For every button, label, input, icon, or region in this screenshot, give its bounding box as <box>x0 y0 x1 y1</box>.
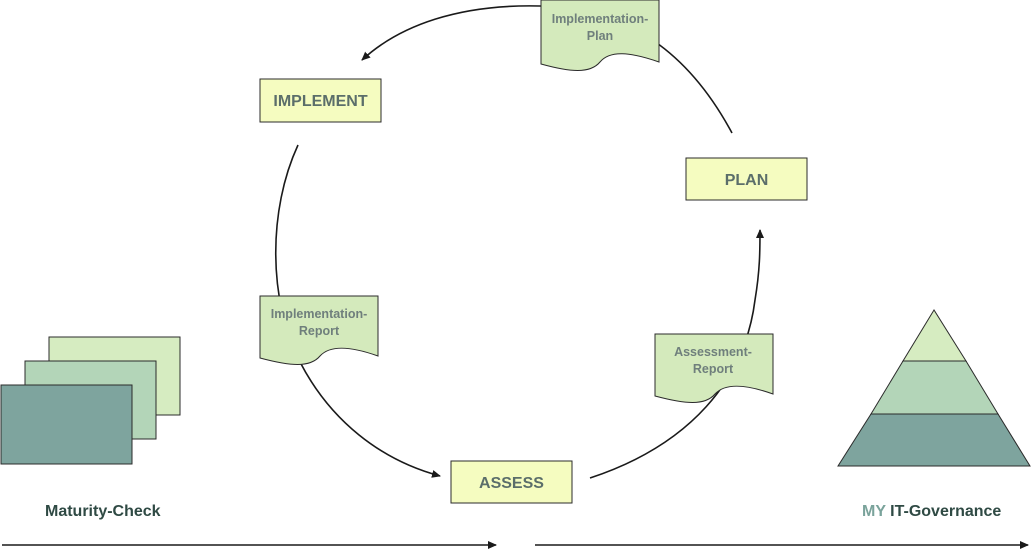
assess-label: ASSESS <box>479 475 544 492</box>
it-governance-label: MY IT-Governance <box>862 503 1001 521</box>
implementation-plan-line2: Plan <box>587 29 613 43</box>
governance-pyramid-icon <box>837 309 1031 467</box>
implementation-report-document: Implementation- Report <box>259 295 379 365</box>
plan-box: PLAN <box>685 157 808 201</box>
implementation-plan-line1: Implementation- <box>552 12 649 26</box>
implementation-report-line2: Report <box>299 324 340 338</box>
my-label: MY <box>862 503 886 520</box>
implementation-report-line1: Implementation- <box>271 307 368 321</box>
maturity-check-stack-icon <box>0 336 181 465</box>
arc-plan-to-implement <box>361 5 733 134</box>
implementation-plan-document: Implementation- Plan <box>540 0 660 71</box>
implement-label: IMPLEMENT <box>273 93 367 110</box>
assessment-report-line1: Assessment- <box>674 345 752 359</box>
assessment-report-document: Assessment- Report <box>654 333 774 403</box>
assessment-report-line2: Report <box>693 362 734 376</box>
assess-box: ASSESS <box>450 460 573 504</box>
plan-label: PLAN <box>725 172 769 189</box>
it-governance-text: IT-Governance <box>890 503 1002 520</box>
maturity-check-label: Maturity-Check <box>45 503 161 520</box>
implement-box: IMPLEMENT <box>259 78 382 123</box>
